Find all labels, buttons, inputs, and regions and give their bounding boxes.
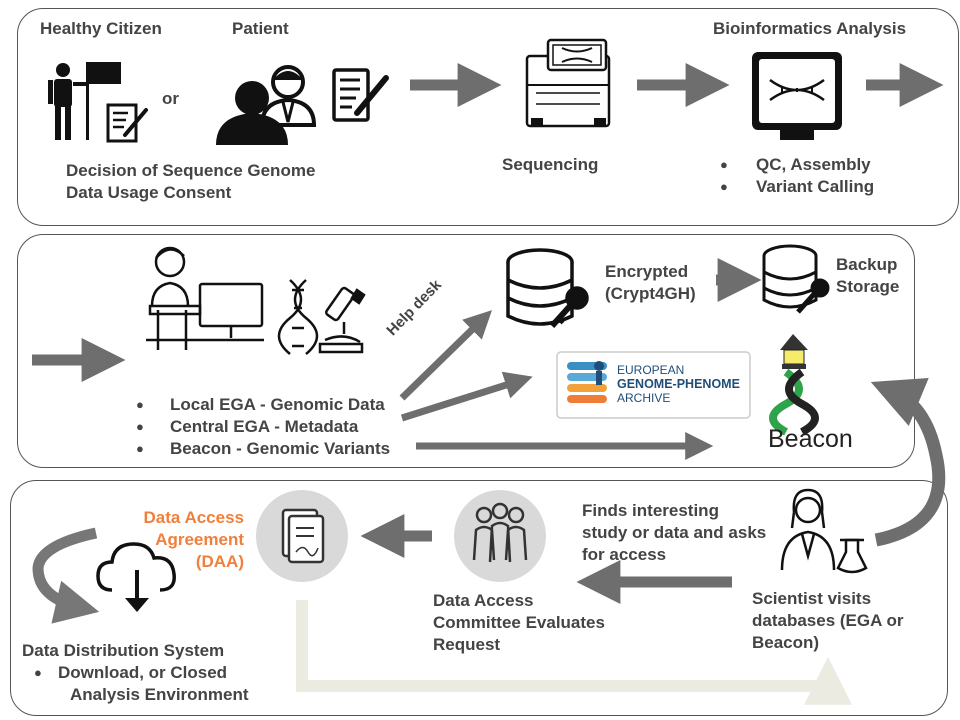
citizen-document-icon [106,103,148,143]
dna-helix-icon [277,279,319,355]
arrow-daa-back-to-scientist [296,600,852,705]
ega-logo-line1: EUROPEAN [617,363,685,377]
arrow-scientist-to-beacon [870,378,946,547]
patient-label: Patient [232,19,289,38]
microscope-icon [318,286,366,354]
distribution-bullet: ●Download, or Closed [34,663,228,682]
sequencing-label: Sequencing [502,155,599,174]
researcher-computer-icon [146,246,264,350]
bioinformatics-bullet-2: ●Variant Calling [720,177,875,196]
finds-label-line3: for access [582,545,667,564]
storage-bullet-2: ●Central EGA - Metadata [136,417,359,436]
daa-label-line1: Data Access [143,508,245,527]
consent-label-line1: Decision of Sequence Genome [66,161,316,180]
encrypted-database-icon [506,248,589,329]
committee-label-line2: Committee Evaluates [433,613,605,632]
committee-label-line3: Request [433,635,501,654]
daa-label-line2: Agreement [155,530,244,549]
ega-logo-line3: ARCHIVE [617,391,671,405]
backup-database-icon [762,244,830,314]
finds-label-line1: Finds interesting [582,501,719,520]
daa-document-icon [256,490,348,582]
ega-logo-line2: GENOME-PHENOME [617,377,740,391]
backup-label-line1: Backup [836,255,898,274]
arrow-to-ega [400,371,533,422]
bioinformatics-bullet-1: ●QC, Assembly [720,155,871,174]
consent-label-line2: Data Usage Consent [66,183,232,202]
scientist-icon [780,488,868,574]
committee-label-line1: Data Access [433,591,534,610]
citizen-flag-icon [48,62,121,140]
sequencer-icon [525,38,611,128]
daa-label-line3: (DAA) [195,552,244,571]
scientist-label-line2: databases (EGA or [752,611,904,630]
storage-bullet-1: ●Local EGA - Genomic Data [136,395,385,414]
distribution-line2: Analysis Environment [70,685,249,704]
committee-people-icon [454,490,546,582]
consent-document-icon [332,68,389,122]
backup-label-line2: Storage [836,277,900,296]
scientist-label-line3: Beacon) [752,633,820,652]
cloud-download-icon [96,542,176,612]
bioinformatics-label: Bioinformatics Analysis [713,19,907,38]
beacon-logo-icon [769,334,819,436]
healthy-citizen-label: Healthy Citizen [40,19,162,38]
storage-bullet-3: ●Beacon - Genomic Variants [136,439,391,458]
patient-doctor-icon [216,65,317,145]
bioinformatics-monitor-icon [752,52,842,140]
encrypted-label-line1: Encrypted [605,262,689,281]
or-label: or [162,89,179,108]
scientist-label-line1: Scientist visits [752,589,872,608]
distribution-title: Data Distribution System [22,641,225,660]
beacon-logo-text: Beacon [768,425,853,453]
finds-label-line2: study or data and asks [582,523,767,542]
encrypted-label-line2: (Crypt4GH) [605,284,696,303]
arrow-daa-to-distribution [32,527,100,624]
ega-logo [556,351,751,419]
arrow-to-encrypted-db [399,310,493,401]
